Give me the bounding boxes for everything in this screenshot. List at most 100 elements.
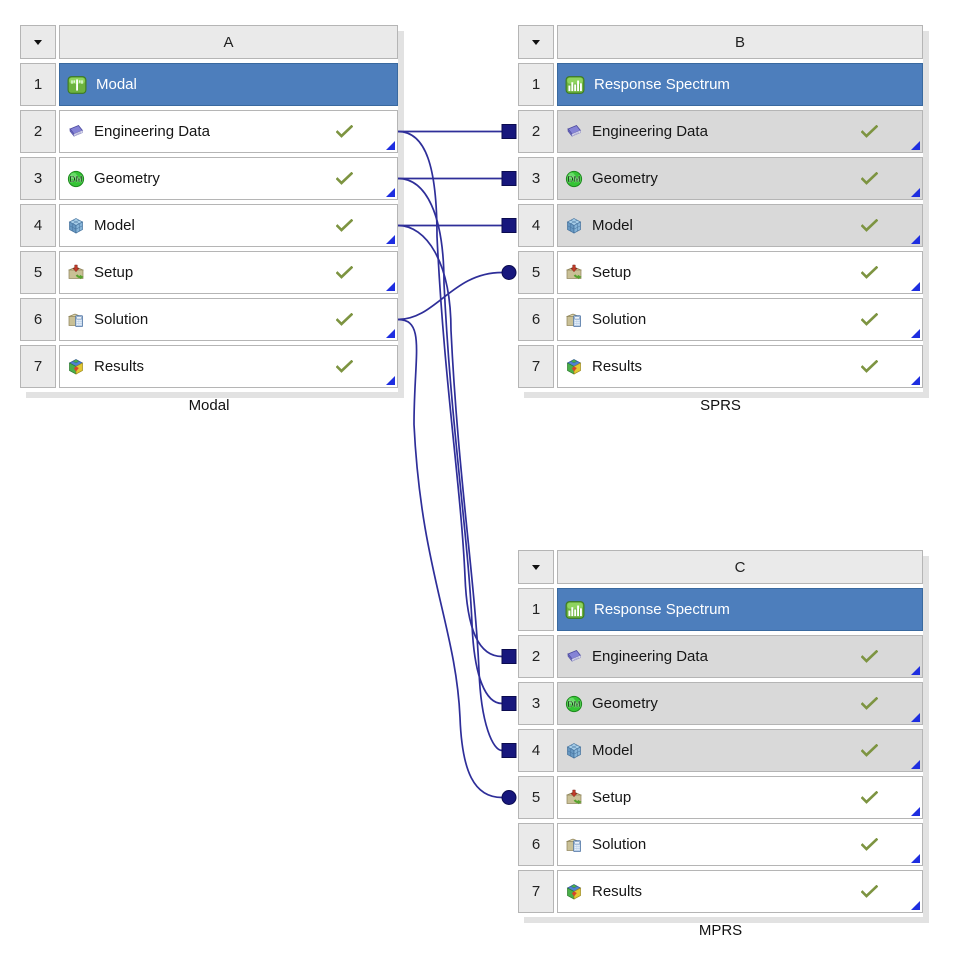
solution-icon	[67, 311, 85, 329]
system-title-cell[interactable]: Response Spectrum	[557, 63, 923, 106]
up-to-date-check-icon	[861, 744, 878, 757]
cell-corner-indicator-icon	[911, 376, 920, 385]
up-to-date-check-icon	[861, 650, 878, 663]
cell-model[interactable]: Model	[557, 204, 923, 247]
up-to-date-check-icon	[861, 313, 878, 326]
cell-label: Geometry	[94, 170, 160, 187]
system-caption[interactable]: MPRS	[698, 922, 743, 939]
cell-results[interactable]: Results	[557, 870, 923, 913]
system-header-row: B	[518, 25, 923, 59]
cell-results[interactable]: Results	[557, 345, 923, 388]
cell-solution[interactable]: Solution	[59, 298, 398, 341]
cell-label: Results	[592, 883, 643, 900]
system-letter: A	[223, 33, 234, 51]
cell-corner-indicator-icon	[911, 666, 920, 675]
cell-label: Solution	[592, 311, 647, 328]
model-icon	[67, 217, 85, 235]
row-number: 5	[20, 251, 56, 294]
up-to-date-check-icon	[861, 172, 878, 185]
cell-corner-indicator-icon	[911, 282, 920, 291]
cell-corner-indicator-icon	[911, 901, 920, 910]
system-row: 6 Solution	[518, 298, 923, 341]
cell-label: Engineering Data	[592, 123, 708, 140]
cell-setup[interactable]: Setup	[557, 776, 923, 819]
cell-corner-indicator-icon	[911, 235, 920, 244]
cell-label: Model	[592, 742, 633, 759]
cell-geometry[interactable]: DM Geometry	[557, 157, 923, 200]
cell-solution[interactable]: Solution	[557, 823, 923, 866]
cell-label: Modal	[96, 76, 137, 93]
up-to-date-check-icon	[861, 219, 878, 232]
cell-label: Engineering Data	[592, 648, 708, 665]
cell-model[interactable]: Model	[557, 729, 923, 772]
results-icon	[565, 883, 583, 901]
cell-label: Response Spectrum	[594, 601, 730, 618]
engineering-data-icon	[67, 123, 85, 141]
row-number: 6	[518, 823, 554, 866]
system-menu-button[interactable]	[518, 25, 554, 59]
setup-icon	[67, 264, 85, 282]
cell-engineering-data[interactable]: Engineering Data	[557, 110, 923, 153]
cell-label: Geometry	[592, 170, 658, 187]
system-letter-header[interactable]: C	[557, 550, 923, 584]
geometry-icon: DM	[565, 170, 583, 188]
up-to-date-check-icon	[336, 313, 353, 326]
system-menu-button[interactable]	[20, 25, 56, 59]
geometry-icon: DM	[565, 695, 583, 713]
cell-corner-indicator-icon	[386, 376, 395, 385]
cell-setup[interactable]: Setup	[557, 251, 923, 294]
system-header-row: C	[518, 550, 923, 584]
row-number: 1	[20, 63, 56, 106]
setup-icon	[565, 264, 583, 282]
cell-label: Response Spectrum	[594, 76, 730, 93]
system-letter: B	[734, 33, 745, 51]
results-icon	[565, 358, 583, 376]
system-menu-button[interactable]	[518, 550, 554, 584]
cell-setup[interactable]: Setup	[59, 251, 398, 294]
cell-corner-indicator-icon	[911, 329, 920, 338]
system-letter-header[interactable]: B	[557, 25, 923, 59]
cell-solution[interactable]: Solution	[557, 298, 923, 341]
row-number: 2	[518, 110, 554, 153]
cell-corner-indicator-icon	[911, 807, 920, 816]
cell-corner-indicator-icon	[911, 188, 920, 197]
up-to-date-check-icon	[861, 266, 878, 279]
system-caption[interactable]: SPRS	[700, 397, 741, 414]
system-letter-header[interactable]: A	[59, 25, 398, 59]
system-header-row: A	[20, 25, 398, 59]
cell-engineering-data[interactable]: Engineering Data	[59, 110, 398, 153]
cell-engineering-data[interactable]: Engineering Data	[557, 635, 923, 678]
row-number: 7	[20, 345, 56, 388]
system-caption[interactable]: Modal	[188, 397, 230, 414]
row-number: 3	[518, 682, 554, 725]
row-number: 4	[518, 729, 554, 772]
cell-results[interactable]: Results	[59, 345, 398, 388]
row-number: 1	[518, 588, 554, 631]
system-title-cell[interactable]: Modal	[59, 63, 398, 106]
cell-label: Engineering Data	[94, 123, 210, 140]
row-number: 7	[518, 345, 554, 388]
cell-corner-indicator-icon	[386, 141, 395, 150]
cell-label: Setup	[94, 264, 134, 281]
system-title-cell[interactable]: Response Spectrum	[557, 588, 923, 631]
cell-corner-indicator-icon	[386, 329, 395, 338]
up-to-date-check-icon	[861, 125, 878, 138]
cell-model[interactable]: Model	[59, 204, 398, 247]
response-spectrum-icon	[565, 600, 585, 620]
setup-icon	[565, 789, 583, 807]
row-number: 6	[518, 298, 554, 341]
up-to-date-check-icon	[336, 360, 353, 373]
up-to-date-check-icon	[861, 697, 878, 710]
row-number: 4	[20, 204, 56, 247]
